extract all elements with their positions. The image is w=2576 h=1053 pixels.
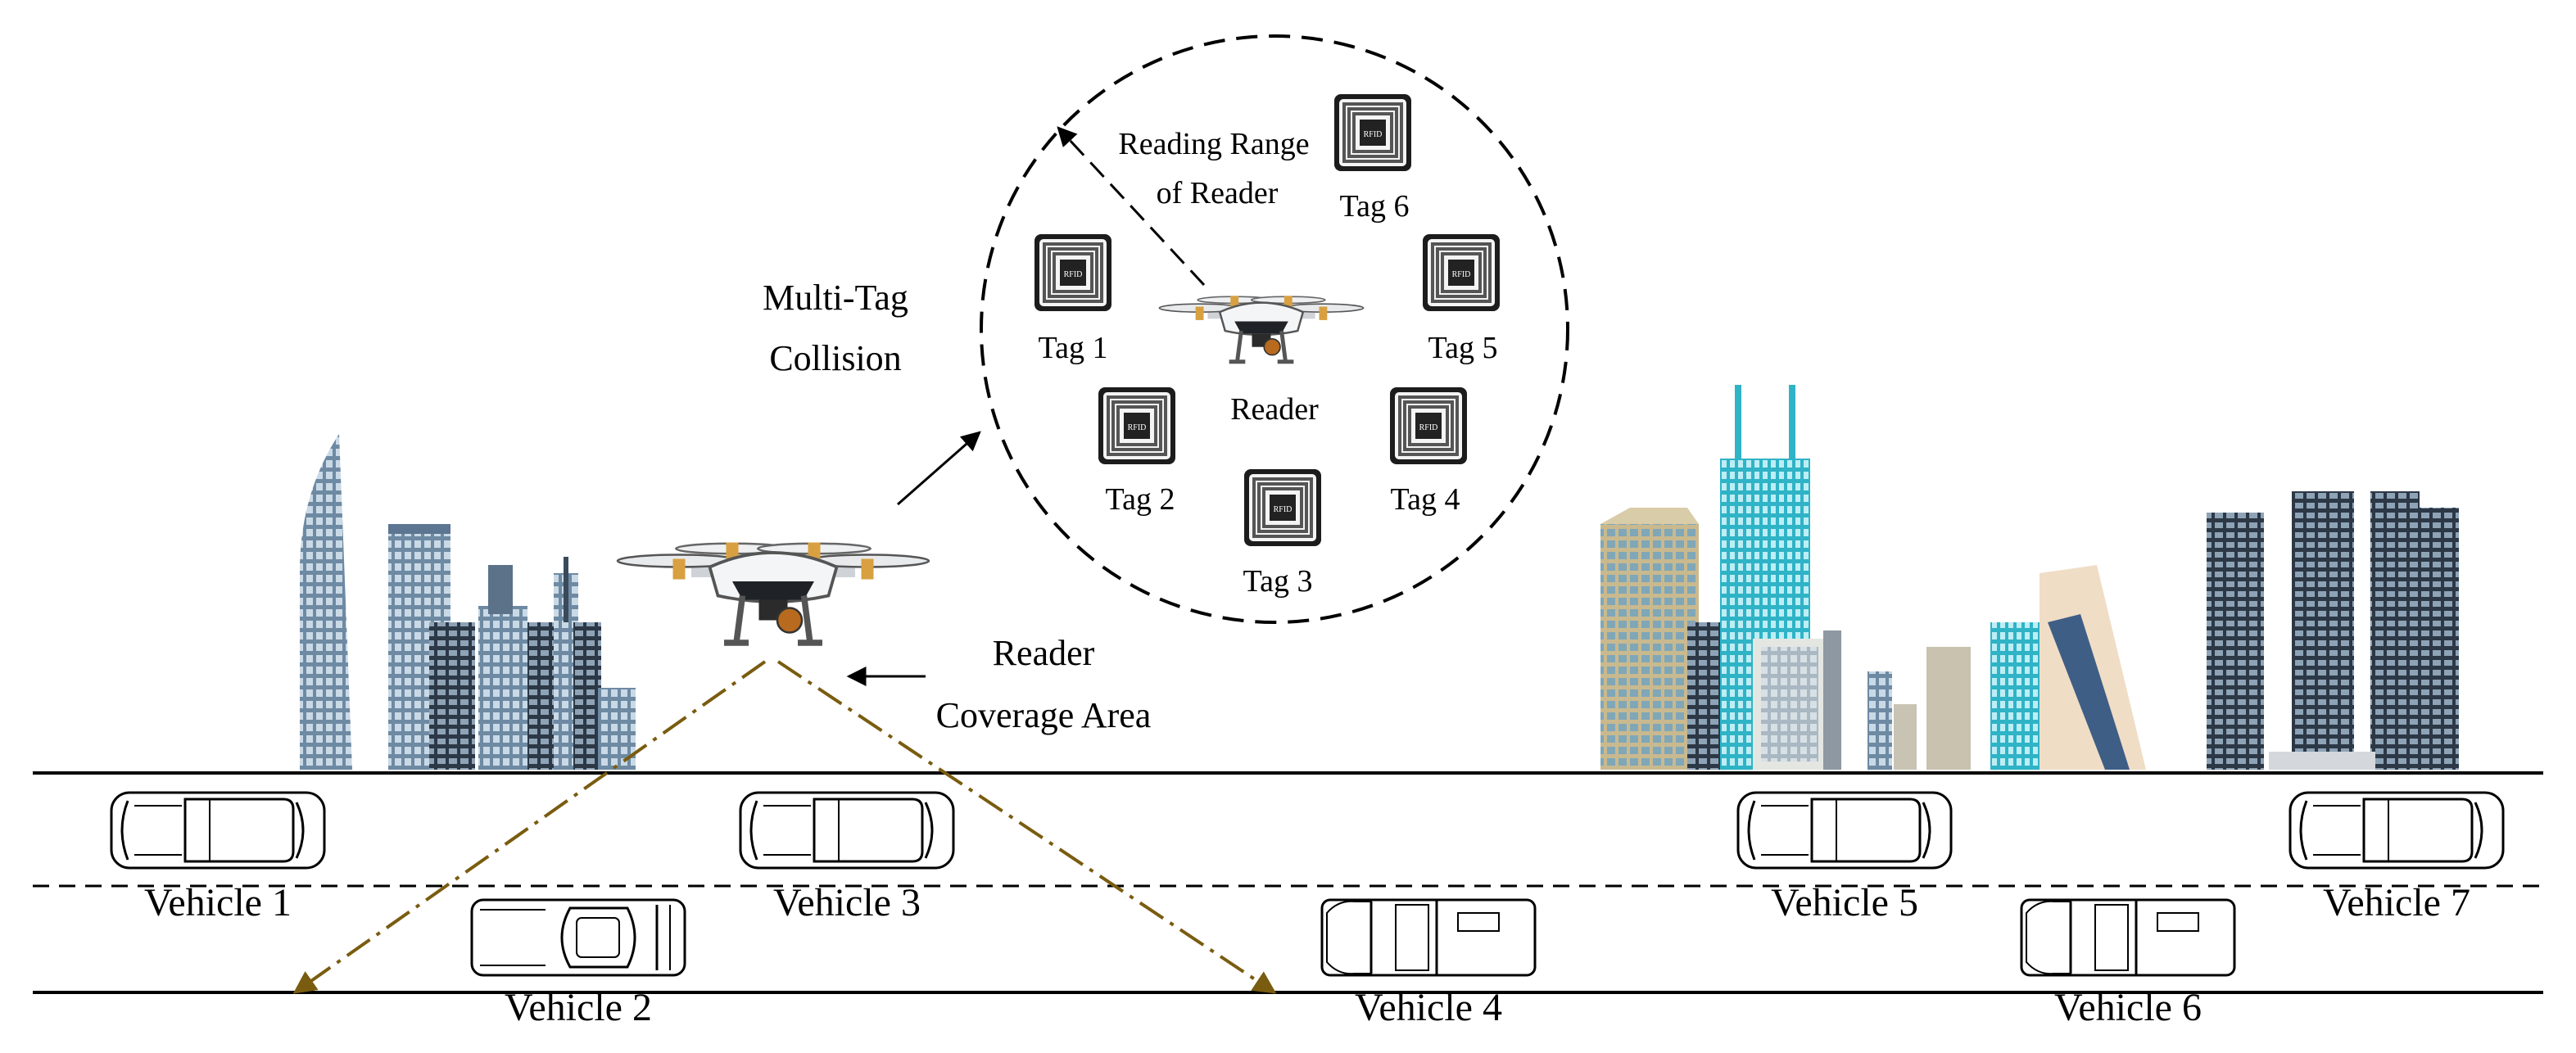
tag-4-label: Tag 4 — [1391, 482, 1460, 517]
dark-tower-1 — [2207, 513, 2264, 770]
small-tower-1 — [1823, 630, 1841, 770]
tower-d — [488, 565, 513, 614]
tag-2-label: Tag 2 — [1106, 482, 1175, 517]
vehicle-5-icon — [1736, 791, 1953, 870]
beige-tower-roof — [1600, 508, 1699, 524]
vehicle-1-icon — [110, 791, 326, 870]
small-tower-2 — [1867, 671, 1892, 770]
tag-3-chip-text: RFID — [1274, 505, 1293, 514]
vehicle-2-label: Vehicle 2 — [505, 986, 652, 1029]
vehicle-3-label: Vehicle 3 — [773, 881, 921, 924]
teal-tower — [1990, 622, 2040, 770]
tag-5-label: Tag 5 — [1428, 331, 1498, 365]
tower-spire — [564, 557, 568, 622]
reader-label: Reader — [1230, 392, 1319, 427]
tower-b — [429, 622, 475, 770]
beige-tower — [1600, 524, 1699, 770]
left-skyline — [300, 434, 636, 770]
tag-6-chip-text: RFID — [1364, 130, 1383, 139]
small-tower-4 — [1926, 647, 1971, 770]
reading-range-label-line1: Reading Range — [1118, 127, 1309, 161]
tower-c — [478, 606, 527, 770]
light-tower-windows — [1761, 647, 1818, 762]
small-tower-3 — [1894, 704, 1917, 770]
multi-tag-collision-line2: Collision — [769, 338, 901, 378]
cyan-antenna-left — [1735, 385, 1741, 460]
dark-block — [1687, 622, 1720, 770]
reader-drone — [618, 543, 929, 644]
reading-range-label-line2: of Reader — [1157, 176, 1279, 210]
stripe-tower-band — [2048, 614, 2130, 770]
vehicle-2-icon — [470, 898, 686, 977]
dark-tower-4 — [2400, 508, 2459, 770]
cyan-antenna-right — [1789, 385, 1795, 460]
multi-tag-collision-line1: Multi-Tag — [763, 278, 908, 318]
tag-4-chip-text: RFID — [1419, 423, 1438, 432]
vehicle-4-label: Vehicle 4 — [1355, 986, 1502, 1029]
tag-5-chip-text: RFID — [1452, 270, 1471, 279]
tag-1-label: Tag 1 — [1039, 331, 1108, 365]
reader-drone-small — [1159, 296, 1363, 361]
reading-range-circle — [980, 34, 1569, 624]
reading-range-radius-arrow — [1057, 126, 1206, 287]
right-skyline — [1600, 385, 2459, 770]
tower-g — [573, 622, 601, 770]
tag-3-label: Tag 3 — [1243, 564, 1313, 599]
low-building — [2269, 752, 2375, 770]
tower-a-roof — [388, 524, 450, 534]
coverage-area-label-line1: Reader — [993, 633, 1095, 673]
coverage-line-right — [776, 660, 1277, 994]
zoom-arrow — [897, 431, 981, 506]
vehicle-7-icon — [2289, 791, 2505, 870]
vehicle-3-icon — [739, 791, 955, 870]
tag-2-chip-text: RFID — [1128, 423, 1147, 432]
tag-1-chip-text: RFID — [1064, 270, 1083, 279]
vehicle-6-label: Vehicle 6 — [2054, 986, 2202, 1029]
dark-tower-2 — [2292, 491, 2354, 770]
curved-tower — [300, 434, 352, 770]
vehicle-4-icon — [1320, 898, 1537, 977]
vehicle-5-label: Vehicle 5 — [1771, 881, 1918, 924]
coverage-area-label-line2: Coverage Area — [936, 695, 1152, 735]
vehicle-6-icon — [2020, 898, 2236, 977]
tag-6-label: Tag 6 — [1340, 189, 1410, 224]
vehicle-1-label: Vehicle 1 — [144, 881, 292, 924]
vehicle-7-label: Vehicle 7 — [2323, 881, 2470, 924]
